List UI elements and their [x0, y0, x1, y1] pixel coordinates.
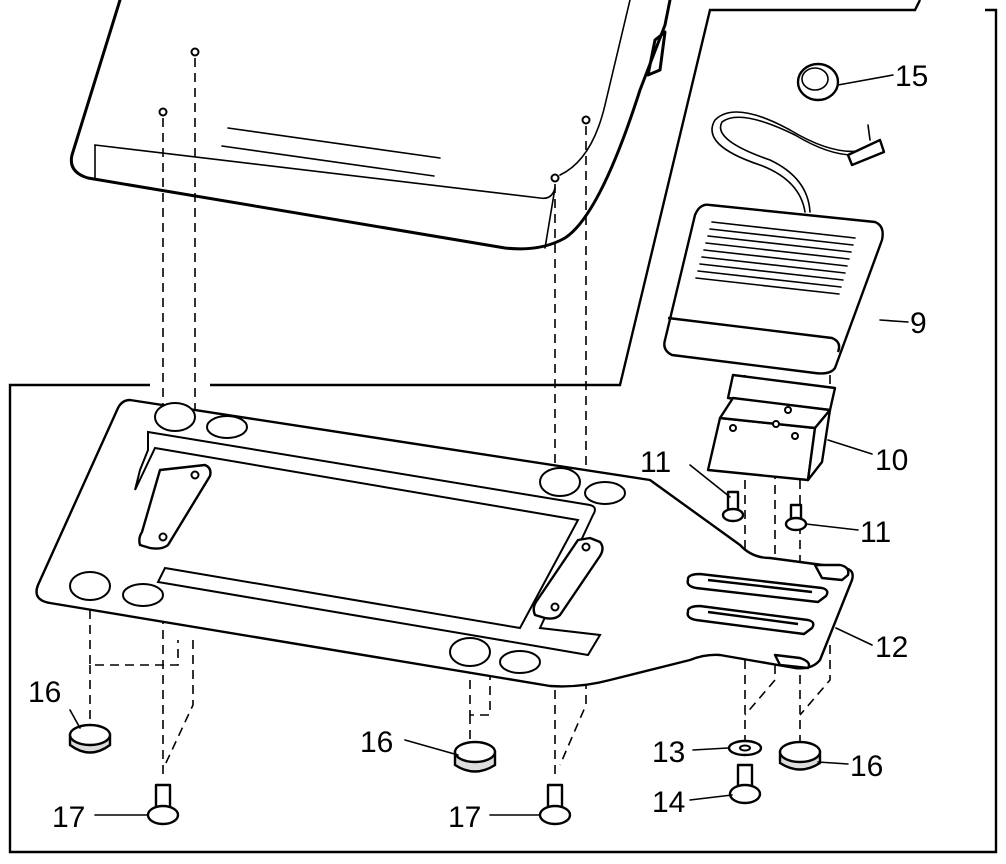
callout-16-right: 16: [850, 750, 883, 783]
callout-9: 9: [910, 307, 927, 340]
rubber-foot-right: [778, 740, 822, 771]
foot-pedal: [663, 203, 884, 375]
screw-17-center: [538, 783, 572, 826]
pedal-bracket: [706, 373, 837, 482]
screw-14: [728, 763, 762, 805]
callout-12: 12: [875, 631, 908, 664]
callout-16-left: 16: [28, 676, 61, 709]
pedal-cord: [711, 111, 886, 213]
mounting-brackets: [138, 463, 604, 620]
callout-labels: 15 9 10 11 11 12 16 16 16 13 14 17 17: [28, 60, 928, 834]
screw-11-left: [721, 490, 745, 523]
base-plate: [35, 398, 854, 688]
rubber-foot-center: [453, 740, 497, 773]
callout-14: 14: [652, 786, 685, 819]
callout-17-center: 17: [448, 801, 481, 834]
screw-11-right: [784, 503, 808, 532]
callout-10: 10: [875, 444, 908, 477]
rubber-foot-left: [68, 723, 112, 754]
washer-13: [727, 739, 763, 757]
leader-lines: [69, 74, 909, 816]
callout-15: 15: [895, 60, 928, 93]
inset-frame: [8, 0, 998, 854]
screw-17-left: [146, 783, 180, 826]
callout-13: 13: [652, 736, 685, 769]
callout-11-lower: 11: [860, 516, 891, 549]
cap-part: [796, 62, 840, 102]
cover-housing: [69, 0, 672, 251]
callout-16-center: 16: [360, 726, 393, 759]
pedal-grip-lines: [695, 221, 856, 295]
callout-17-left: 17: [52, 801, 85, 834]
callout-11-upper: 11: [640, 446, 671, 479]
